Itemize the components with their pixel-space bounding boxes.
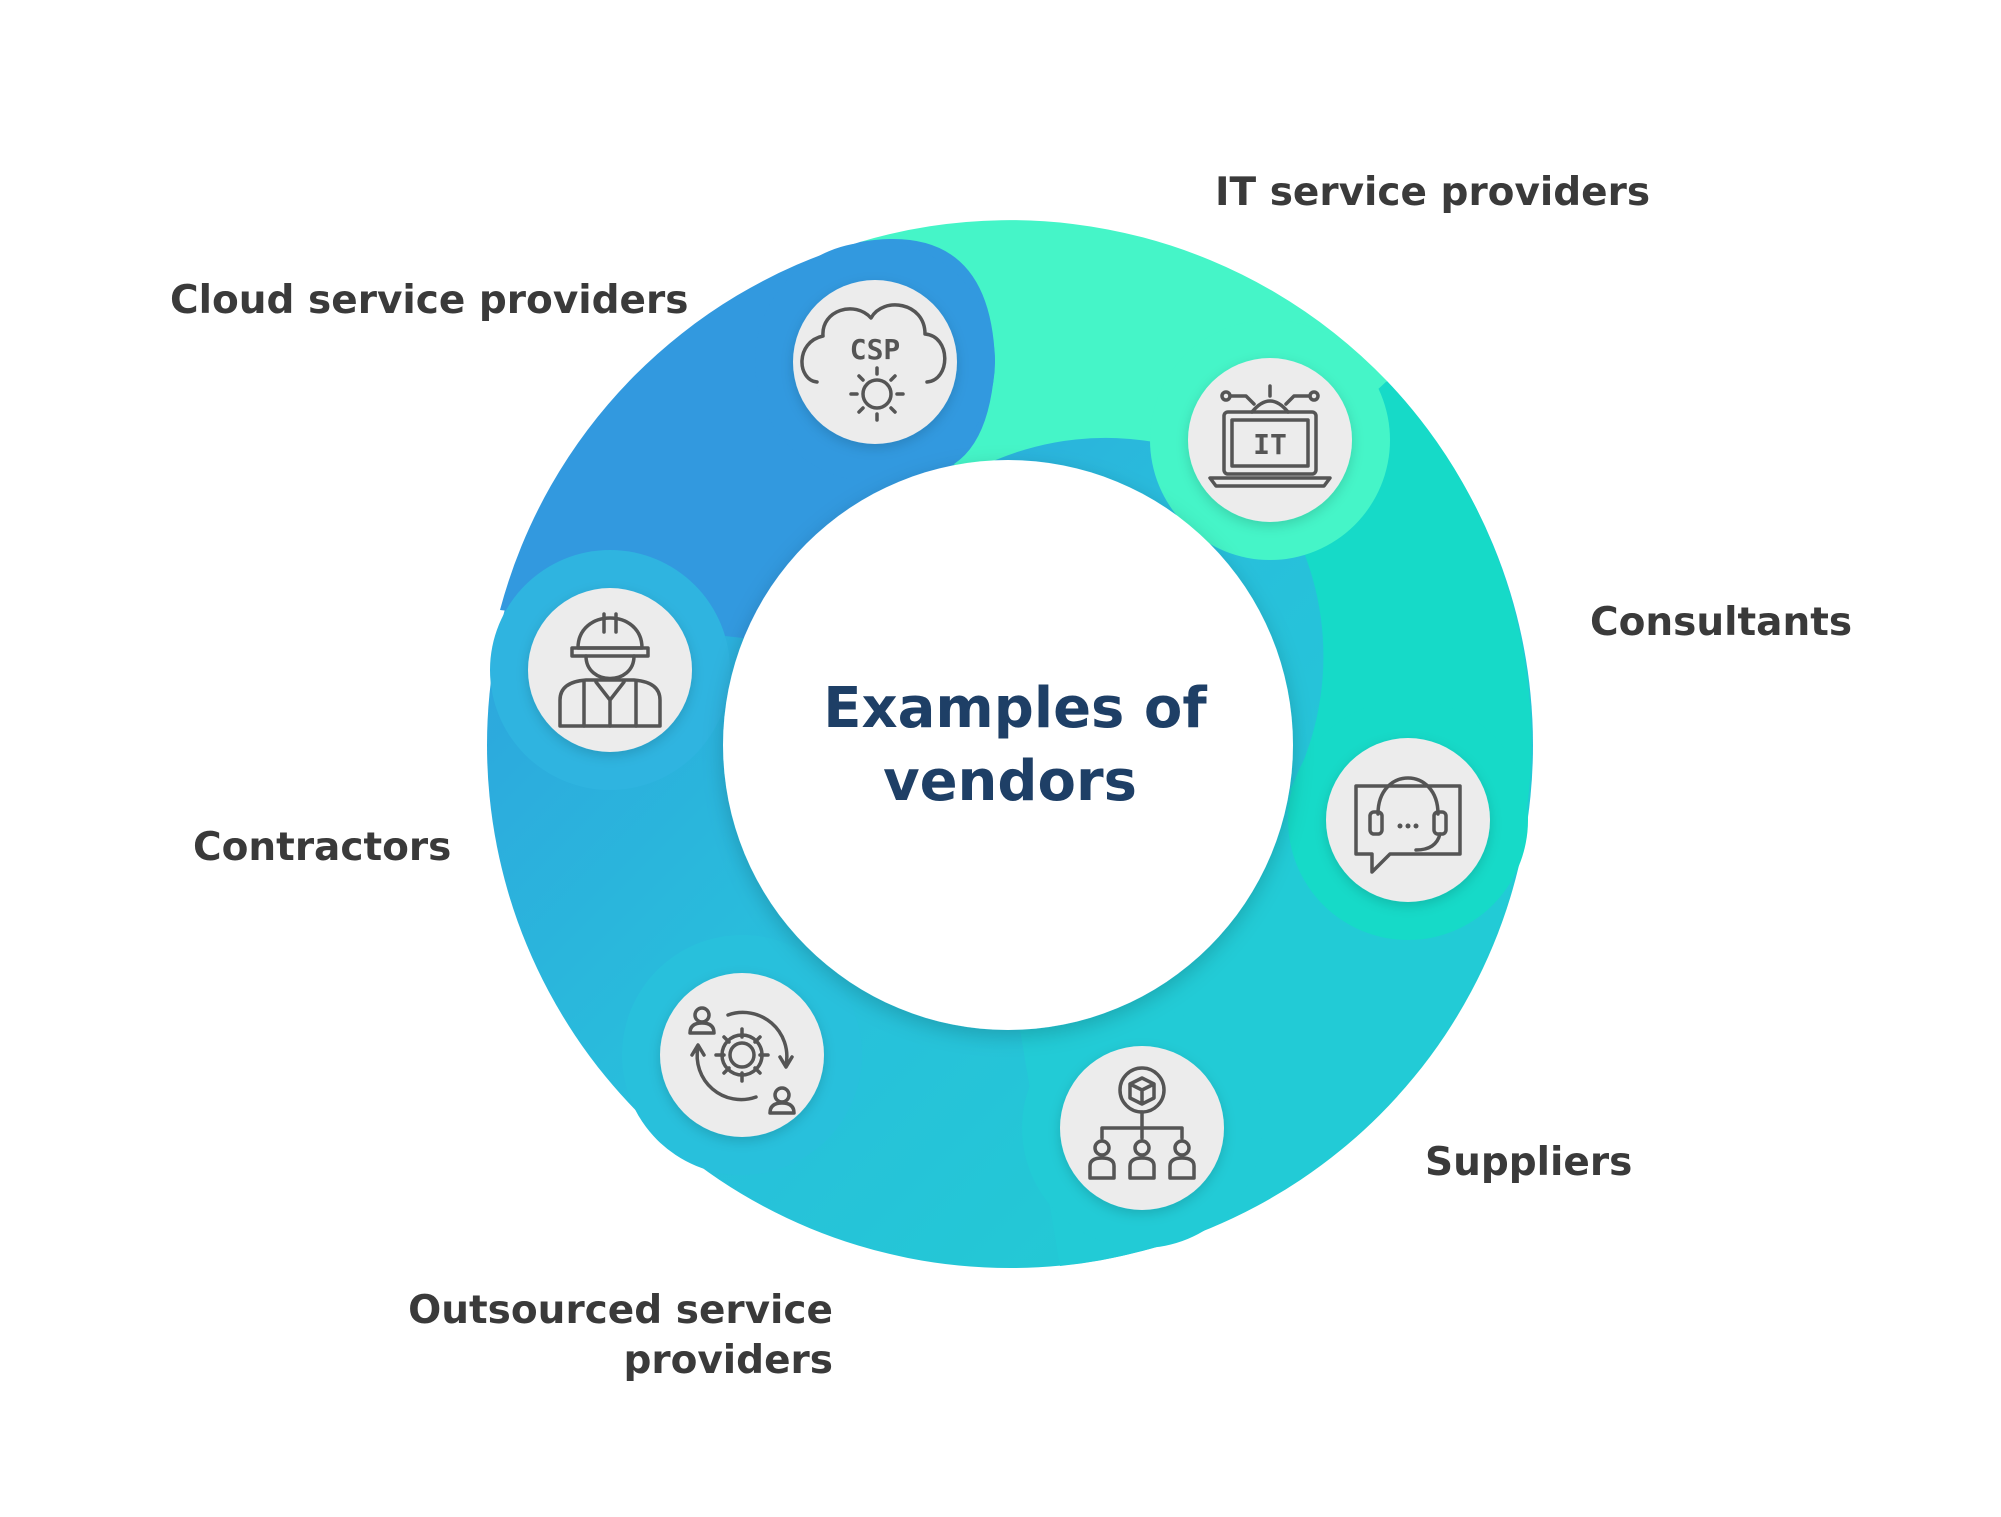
center-disc <box>723 460 1293 1030</box>
laptop-it-icon: IT <box>1188 358 1352 522</box>
headset-chat-icon <box>1326 738 1490 902</box>
label-outsourced-line2: providers <box>623 1338 833 1383</box>
csp-icon-text: CSP <box>850 333 901 366</box>
supply-hierarchy-icon <box>1060 1046 1224 1210</box>
label-consultants: Consultants <box>1590 600 1852 645</box>
label-it-service-providers: IT service providers <box>1215 170 1650 215</box>
gear-exchange-icon <box>660 973 824 1137</box>
label-suppliers: Suppliers <box>1425 1140 1632 1185</box>
label-outsourced-line1: Outsourced service <box>408 1288 833 1333</box>
label-cloud-service-providers: Cloud service providers <box>170 278 688 323</box>
center-title-line1: Examples of <box>823 676 1207 741</box>
cloud-csp-icon: CSP <box>793 280 957 444</box>
center-title-line2: vendors <box>883 749 1137 814</box>
it-icon-text: IT <box>1253 428 1287 461</box>
label-contractors: Contractors <box>193 825 451 870</box>
construction-worker-icon <box>528 588 692 752</box>
